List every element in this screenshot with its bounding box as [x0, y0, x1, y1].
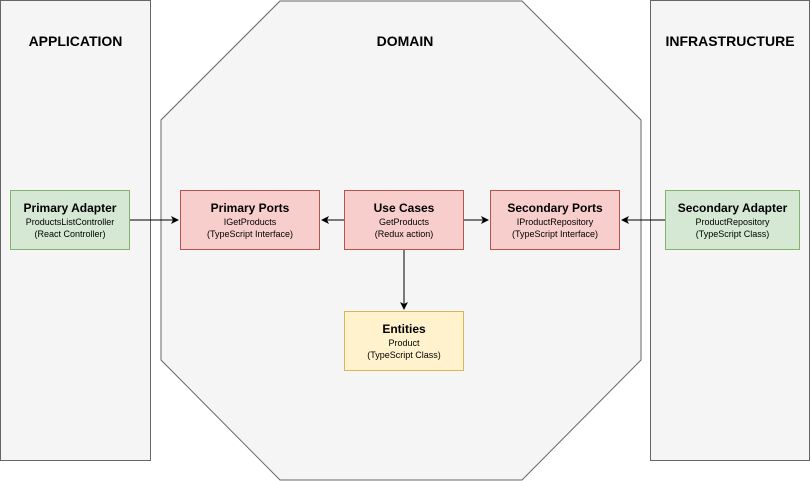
- primary-ports-line2: (TypeScript Interface): [206, 228, 294, 239]
- use-cases-title: Use Cases: [373, 200, 435, 215]
- secondary-ports-title: Secondary Ports: [507, 200, 603, 215]
- secondary-ports-line2: (TypeScript Interface): [511, 228, 599, 239]
- secondary-adapter-box[interactable]: Secondary Adapter ProductRepository (Typ…: [665, 190, 800, 250]
- use-cases-line1: GetProducts: [378, 216, 430, 227]
- entities-title: Entities: [382, 321, 426, 336]
- use-cases-line2: (Redux action): [374, 228, 434, 239]
- secondary-adapter-line2: (TypeScript Class): [695, 228, 770, 239]
- primary-adapter-box[interactable]: Primary Adapter ProductsListController (…: [10, 190, 130, 250]
- primary-ports-line1: IGetProducts: [223, 216, 277, 227]
- entities-box[interactable]: Entities Product (TypeScript Class): [344, 311, 464, 371]
- domain-title: DOMAIN: [376, 33, 434, 49]
- infrastructure-title: INFRASTRUCTURE: [665, 33, 795, 49]
- primary-adapter-line1: ProductsListController: [25, 216, 115, 227]
- secondary-adapter-title: Secondary Adapter: [677, 200, 788, 215]
- secondary-ports-box[interactable]: Secondary Ports IProductRepository (Type…: [490, 190, 620, 250]
- use-cases-box[interactable]: Use Cases GetProducts (Redux action): [344, 190, 464, 250]
- secondary-adapter-line1: ProductRepository: [695, 216, 770, 227]
- primary-adapter-title: Primary Adapter: [23, 200, 117, 215]
- entities-line1: Product: [388, 337, 420, 348]
- primary-adapter-line2: (React Controller): [34, 228, 106, 239]
- primary-ports-box[interactable]: Primary Ports IGetProducts (TypeScript I…: [180, 190, 320, 250]
- application-title: APPLICATION: [28, 33, 123, 49]
- secondary-ports-line1: IProductRepository: [516, 216, 594, 227]
- primary-ports-title: Primary Ports: [210, 200, 290, 215]
- entities-line2: (TypeScript Class): [367, 349, 441, 360]
